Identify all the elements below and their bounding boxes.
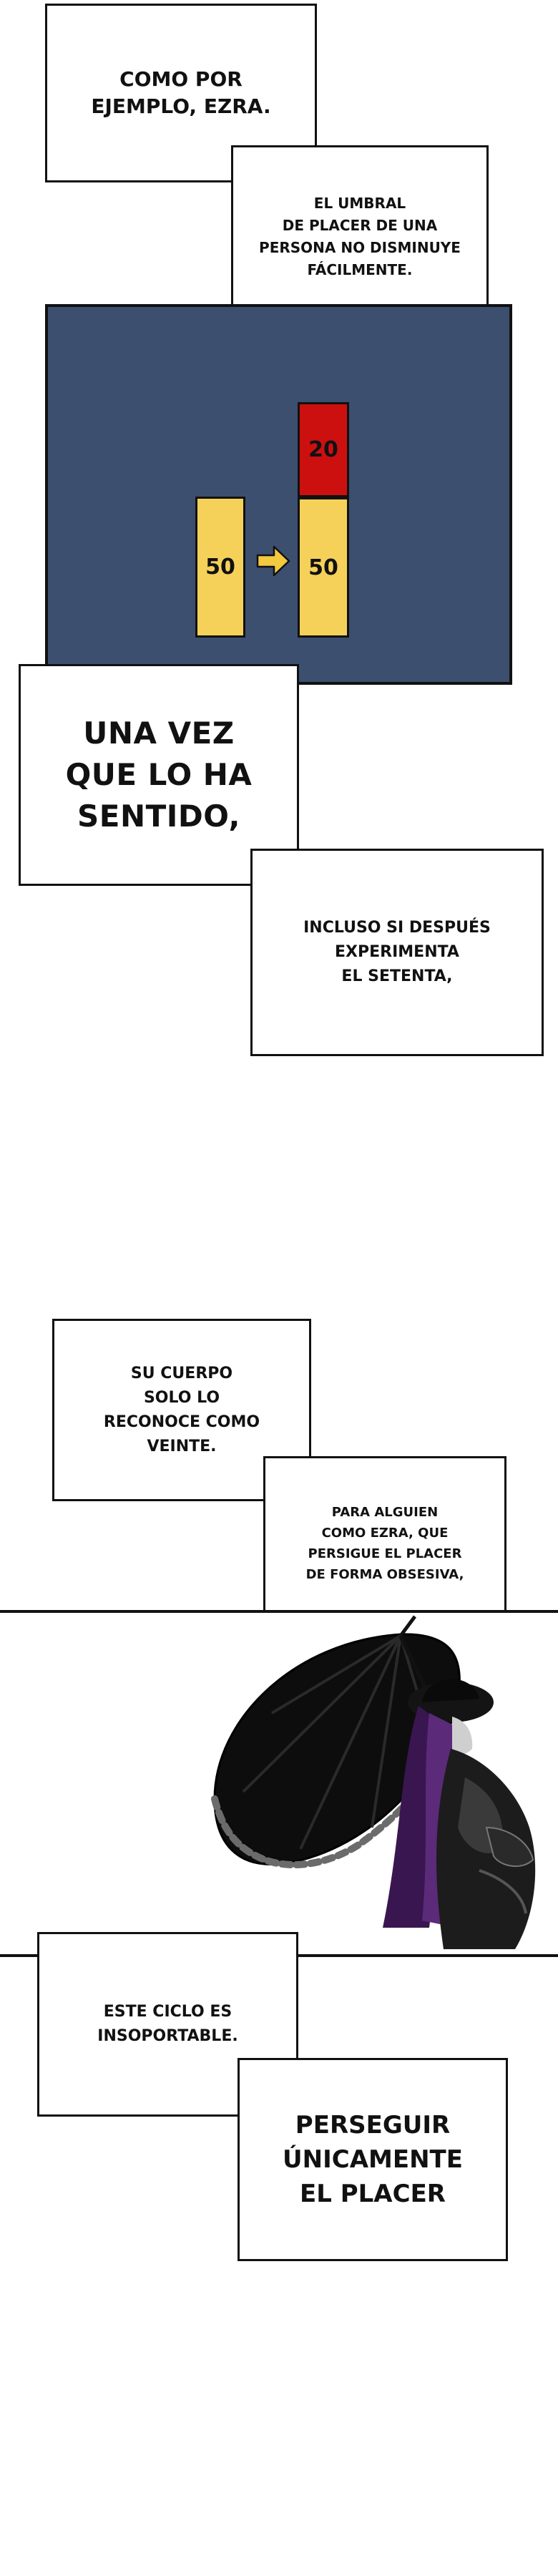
caption-box-6: PARA ALGUIEN COMO EZRA, QUE PERSIGUE EL … bbox=[263, 1456, 506, 1631]
caption-text-2: EL UMBRAL DE PLACER DE UNA PERSONA NO DI… bbox=[259, 195, 461, 278]
diagram-panel: 20 50 50 bbox=[45, 304, 512, 685]
caption-box-3: UNA VEZ QUE LO HA SENTIDO, bbox=[19, 664, 299, 886]
caption-box-5: SU CUERPO SOLO LO RECONOCE COMO VEINTE. bbox=[52, 1319, 311, 1501]
caption-text-1: COMO POR EJEMPLO, EZRA. bbox=[91, 67, 271, 118]
right-arrow-icon bbox=[256, 545, 290, 577]
bar-right-label: 50 bbox=[308, 555, 338, 580]
caption-text-8: PERSEGUIR ÚNICAMENTE EL PLACER bbox=[283, 2111, 463, 2208]
caption-box-1: COMO POR EJEMPLO, EZRA. bbox=[45, 4, 317, 182]
caption-text-6: PARA ALGUIEN COMO EZRA, QUE PERSIGUE EL … bbox=[305, 1505, 464, 1582]
caption-text-4: INCLUSO SI DESPUÉS EXPERIMENTA EL SETENT… bbox=[303, 919, 491, 985]
bar-top-label: 20 bbox=[308, 437, 338, 462]
caption-box-4: INCLUSO SI DESPUÉS EXPERIMENTA EL SETENT… bbox=[250, 849, 544, 1056]
umbrella-figure-illustration bbox=[211, 1615, 536, 1949]
panel-divider-top bbox=[0, 1610, 558, 1613]
caption-text-3: UNA VEZ QUE LO HA SENTIDO, bbox=[65, 716, 253, 834]
caption-text-5: SU CUERPO SOLO LO RECONOCE COMO VEINTE. bbox=[103, 1364, 260, 1455]
caption-box-8: PERSEGUIR ÚNICAMENTE EL PLACER bbox=[238, 2058, 508, 2261]
armored-figure bbox=[383, 1679, 536, 1949]
caption-box-2: EL UMBRAL DE PLACER DE UNA PERSONA NO DI… bbox=[231, 145, 489, 328]
bar-right-yellow: 50 bbox=[298, 497, 349, 638]
caption-text-7: ESTE CICLO ES INSOPORTABLE. bbox=[97, 2003, 238, 2045]
bar-top-red: 20 bbox=[298, 402, 349, 497]
bar-left-label: 50 bbox=[205, 555, 235, 580]
bar-left-yellow: 50 bbox=[195, 497, 245, 638]
illustration-panel bbox=[0, 1613, 558, 1956]
